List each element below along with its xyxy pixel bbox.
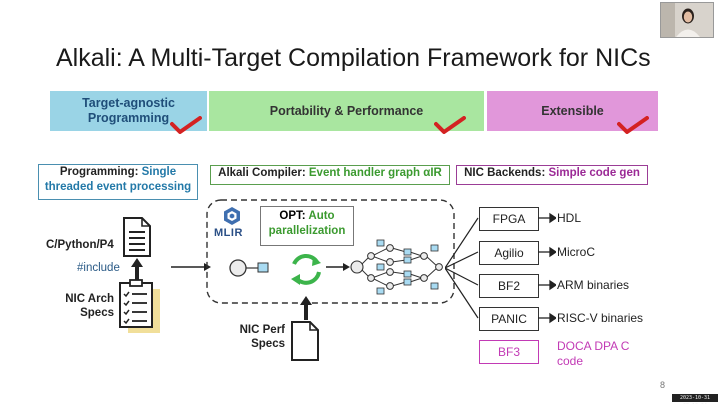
compiler-value: Event handler graph αIR — [308, 167, 442, 179]
backends-key: NIC Backends: — [464, 167, 549, 179]
compiler-key: Alkali Compiler: — [218, 167, 309, 179]
arrow-up-icon — [131, 258, 143, 282]
timestamp: 2023-10-31 09:10:04 — [672, 394, 718, 404]
mlir-logo-icon — [224, 207, 240, 225]
webcam-thumbnail — [660, 2, 714, 38]
opt-value: Auto parallelization — [268, 210, 346, 237]
document-icon — [123, 217, 151, 257]
backend-panic: PANIC — [479, 307, 539, 331]
backend-bf2: BF2 — [479, 274, 539, 298]
output-microc: MicroC — [557, 245, 595, 259]
document-icon — [291, 321, 319, 361]
backend-fpga: FPGA — [479, 207, 539, 231]
checkmark-icon — [434, 116, 466, 134]
output-arm: ARM binaries — [557, 278, 630, 292]
banner-portability-label: Portability & Performance — [269, 103, 424, 118]
output-riscv: RISC-V binaries — [557, 311, 644, 325]
arrow-up-icon — [300, 296, 312, 320]
parallel-graph-icon — [350, 239, 443, 295]
mlir-label: MLIR — [214, 227, 243, 239]
backend-bf3: BF3 — [479, 340, 539, 364]
arrow-right-icon — [326, 263, 350, 271]
input-graph-icon — [229, 259, 269, 277]
include-label: #include — [77, 262, 120, 274]
programming-value: Single threaded event processing — [44, 166, 192, 193]
clipboard-icon — [119, 279, 160, 333]
backend-agilio: Agilio — [479, 241, 539, 265]
input-languages: C/Python/P4 — [46, 239, 114, 251]
programming-key: Programming: — [59, 166, 142, 178]
arrow-right-icon — [171, 263, 211, 271]
banner-extensible-label: Extensible — [541, 103, 604, 118]
output-doca: DOCA DPA C code — [557, 339, 630, 368]
nic-arch-specs-label: NIC Arch Specs — [65, 293, 114, 319]
banner-target-agnostic-label: Target-agnostic Programming — [82, 96, 175, 125]
fanout-arrows — [445, 217, 479, 319]
checkmark-icon — [170, 116, 202, 134]
banner-target-agnostic: Target-agnostic Programming — [50, 91, 207, 131]
nic-perf-specs-label: NIC Perf Specs — [239, 324, 285, 350]
opt-key: OPT: — [279, 210, 309, 222]
compiler-label: Alkali Compiler: Event handler graph αIR — [210, 165, 450, 185]
output-hdl: HDL — [557, 211, 582, 225]
banner-extensible: Extensible — [487, 91, 658, 131]
slide-title: Alkali: A Multi-Target Compilation Frame… — [56, 44, 651, 72]
checkmark-icon — [617, 116, 649, 134]
backends-value: Simple code gen — [548, 167, 640, 179]
programming-label: Programming: Single threaded event proce… — [38, 164, 198, 200]
output-arrows — [538, 212, 556, 324]
opt-box: OPT: Auto parallelization — [260, 206, 354, 246]
cycle-icon — [291, 254, 321, 285]
page-number: 8 — [660, 380, 666, 390]
backends-label: NIC Backends: Simple code gen — [456, 165, 648, 185]
